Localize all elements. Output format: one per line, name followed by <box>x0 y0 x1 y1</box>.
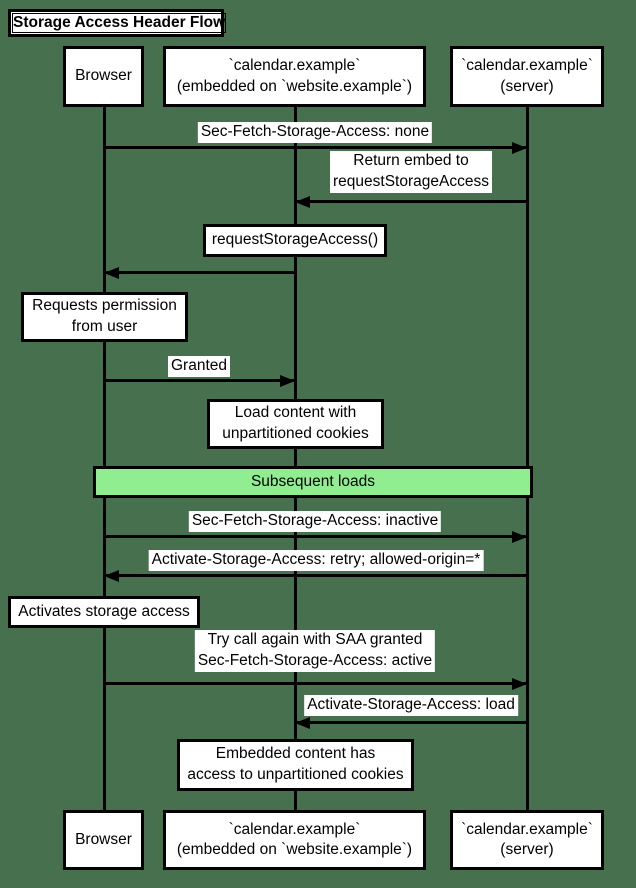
message-label-m7: Try call again with SAA granted Sec-Fetc… <box>194 630 436 672</box>
arrowhead-right-m7 <box>512 677 527 690</box>
loop-divider: Subsequent loads <box>93 466 533 498</box>
diagram-title-box: Storage Access Header Flow <box>8 9 227 37</box>
note-n2-line2: from user <box>71 318 138 335</box>
message-label-m2-line2: requestStorageAccess <box>333 172 489 190</box>
actor-embed-bottom-label-line2: (embedded on `website.example`) <box>176 841 413 858</box>
message-arrow-m3 <box>104 271 295 274</box>
actor-server-bottom-label-line1: `calendar.example` <box>461 820 593 838</box>
actor-browser-bottom: Browser <box>63 810 144 870</box>
note-n1-line1: requestStorageAccess() <box>211 231 379 249</box>
message-label-m7-line1: Try call again with SAA granted <box>207 631 423 648</box>
message-arrow-m2 <box>295 200 527 203</box>
message-arrow-m5 <box>104 535 527 538</box>
arrowhead-right-m1 <box>512 141 527 154</box>
note-embedded-content: Embedded content has access to unpartiti… <box>177 739 414 791</box>
message-arrow-m8 <box>295 721 527 724</box>
note-n2-line1: Requests permission <box>32 297 177 315</box>
message-arrow-m4 <box>104 379 295 382</box>
actor-server-bottom: `calendar.example` (server) <box>450 810 604 870</box>
lifeline-server <box>525 104 529 812</box>
arrowhead-left-m3 <box>104 266 119 279</box>
note-activates-storage-access: Activates storage access <box>8 596 200 628</box>
actor-embed-bottom: `calendar.example` (embedded on `website… <box>163 810 426 870</box>
message-label-m2-line1: Return embed to <box>353 152 469 169</box>
lifeline-browser <box>102 104 106 812</box>
actor-server-bottom-label-line2: (server) <box>500 841 554 858</box>
arrowhead-right-m5 <box>512 530 527 543</box>
note-n3-line1: Load content with <box>234 404 357 422</box>
actor-server-top: `calendar.example` (server) <box>450 46 604 107</box>
message-label-m5: Sec-Fetch-Storage-Access: inactive <box>188 511 442 532</box>
actor-embed-bottom-label-line1: `calendar.example` <box>228 820 361 838</box>
note-requests-permission: Requests permission from user <box>21 292 188 342</box>
arrowhead-right-m4 <box>280 374 295 387</box>
arrowhead-left-m8 <box>295 716 310 729</box>
actor-server-label-line2: (server) <box>500 77 554 95</box>
message-label-m6: Activate-Storage-Access: retry; allowed-… <box>148 550 484 571</box>
note-load-content: Load content with unpartitioned cookies <box>207 399 384 449</box>
message-label-m4: Granted <box>167 356 231 377</box>
note-n5-line1: Embedded content has <box>215 745 376 763</box>
arrowhead-left-m6 <box>104 569 119 582</box>
actor-embed-top: `calendar.example` (embedded on `website… <box>163 46 426 107</box>
actor-browser-bottom-label: Browser <box>75 830 132 848</box>
loop-divider-label: Subsequent loads <box>250 473 376 490</box>
message-label-m1: Sec-Fetch-Storage-Access: none <box>197 122 433 143</box>
actor-browser-top: Browser <box>63 46 144 107</box>
note-n3-line2: unpartitioned cookies <box>222 425 369 442</box>
message-label-m2: Return embed to requestStorageAccess <box>330 151 492 193</box>
note-request-storage-access: requestStorageAccess() <box>203 224 387 257</box>
diagram-title: Storage Access Header Flow <box>12 13 227 33</box>
message-arrow-m6 <box>104 574 527 577</box>
actor-embed-label-line2: (embedded on `website.example`) <box>176 77 413 95</box>
message-arrow-m1 <box>104 146 527 149</box>
message-label-m8: Activate-Storage-Access: load <box>304 695 518 716</box>
actor-browser-label: Browser <box>75 67 132 85</box>
lifeline-embed <box>293 104 297 812</box>
arrowhead-left-m2 <box>295 195 310 208</box>
message-arrow-m7 <box>104 682 527 685</box>
actor-server-label-line1: `calendar.example` <box>461 57 593 75</box>
note-n4-line1: Activates storage access <box>18 602 190 620</box>
note-n5-line2: access to unpartitioned cookies <box>187 766 404 783</box>
message-label-m7-line2: Sec-Fetch-Storage-Access: active <box>197 651 433 669</box>
actor-embed-label-line1: `calendar.example` <box>228 57 361 75</box>
